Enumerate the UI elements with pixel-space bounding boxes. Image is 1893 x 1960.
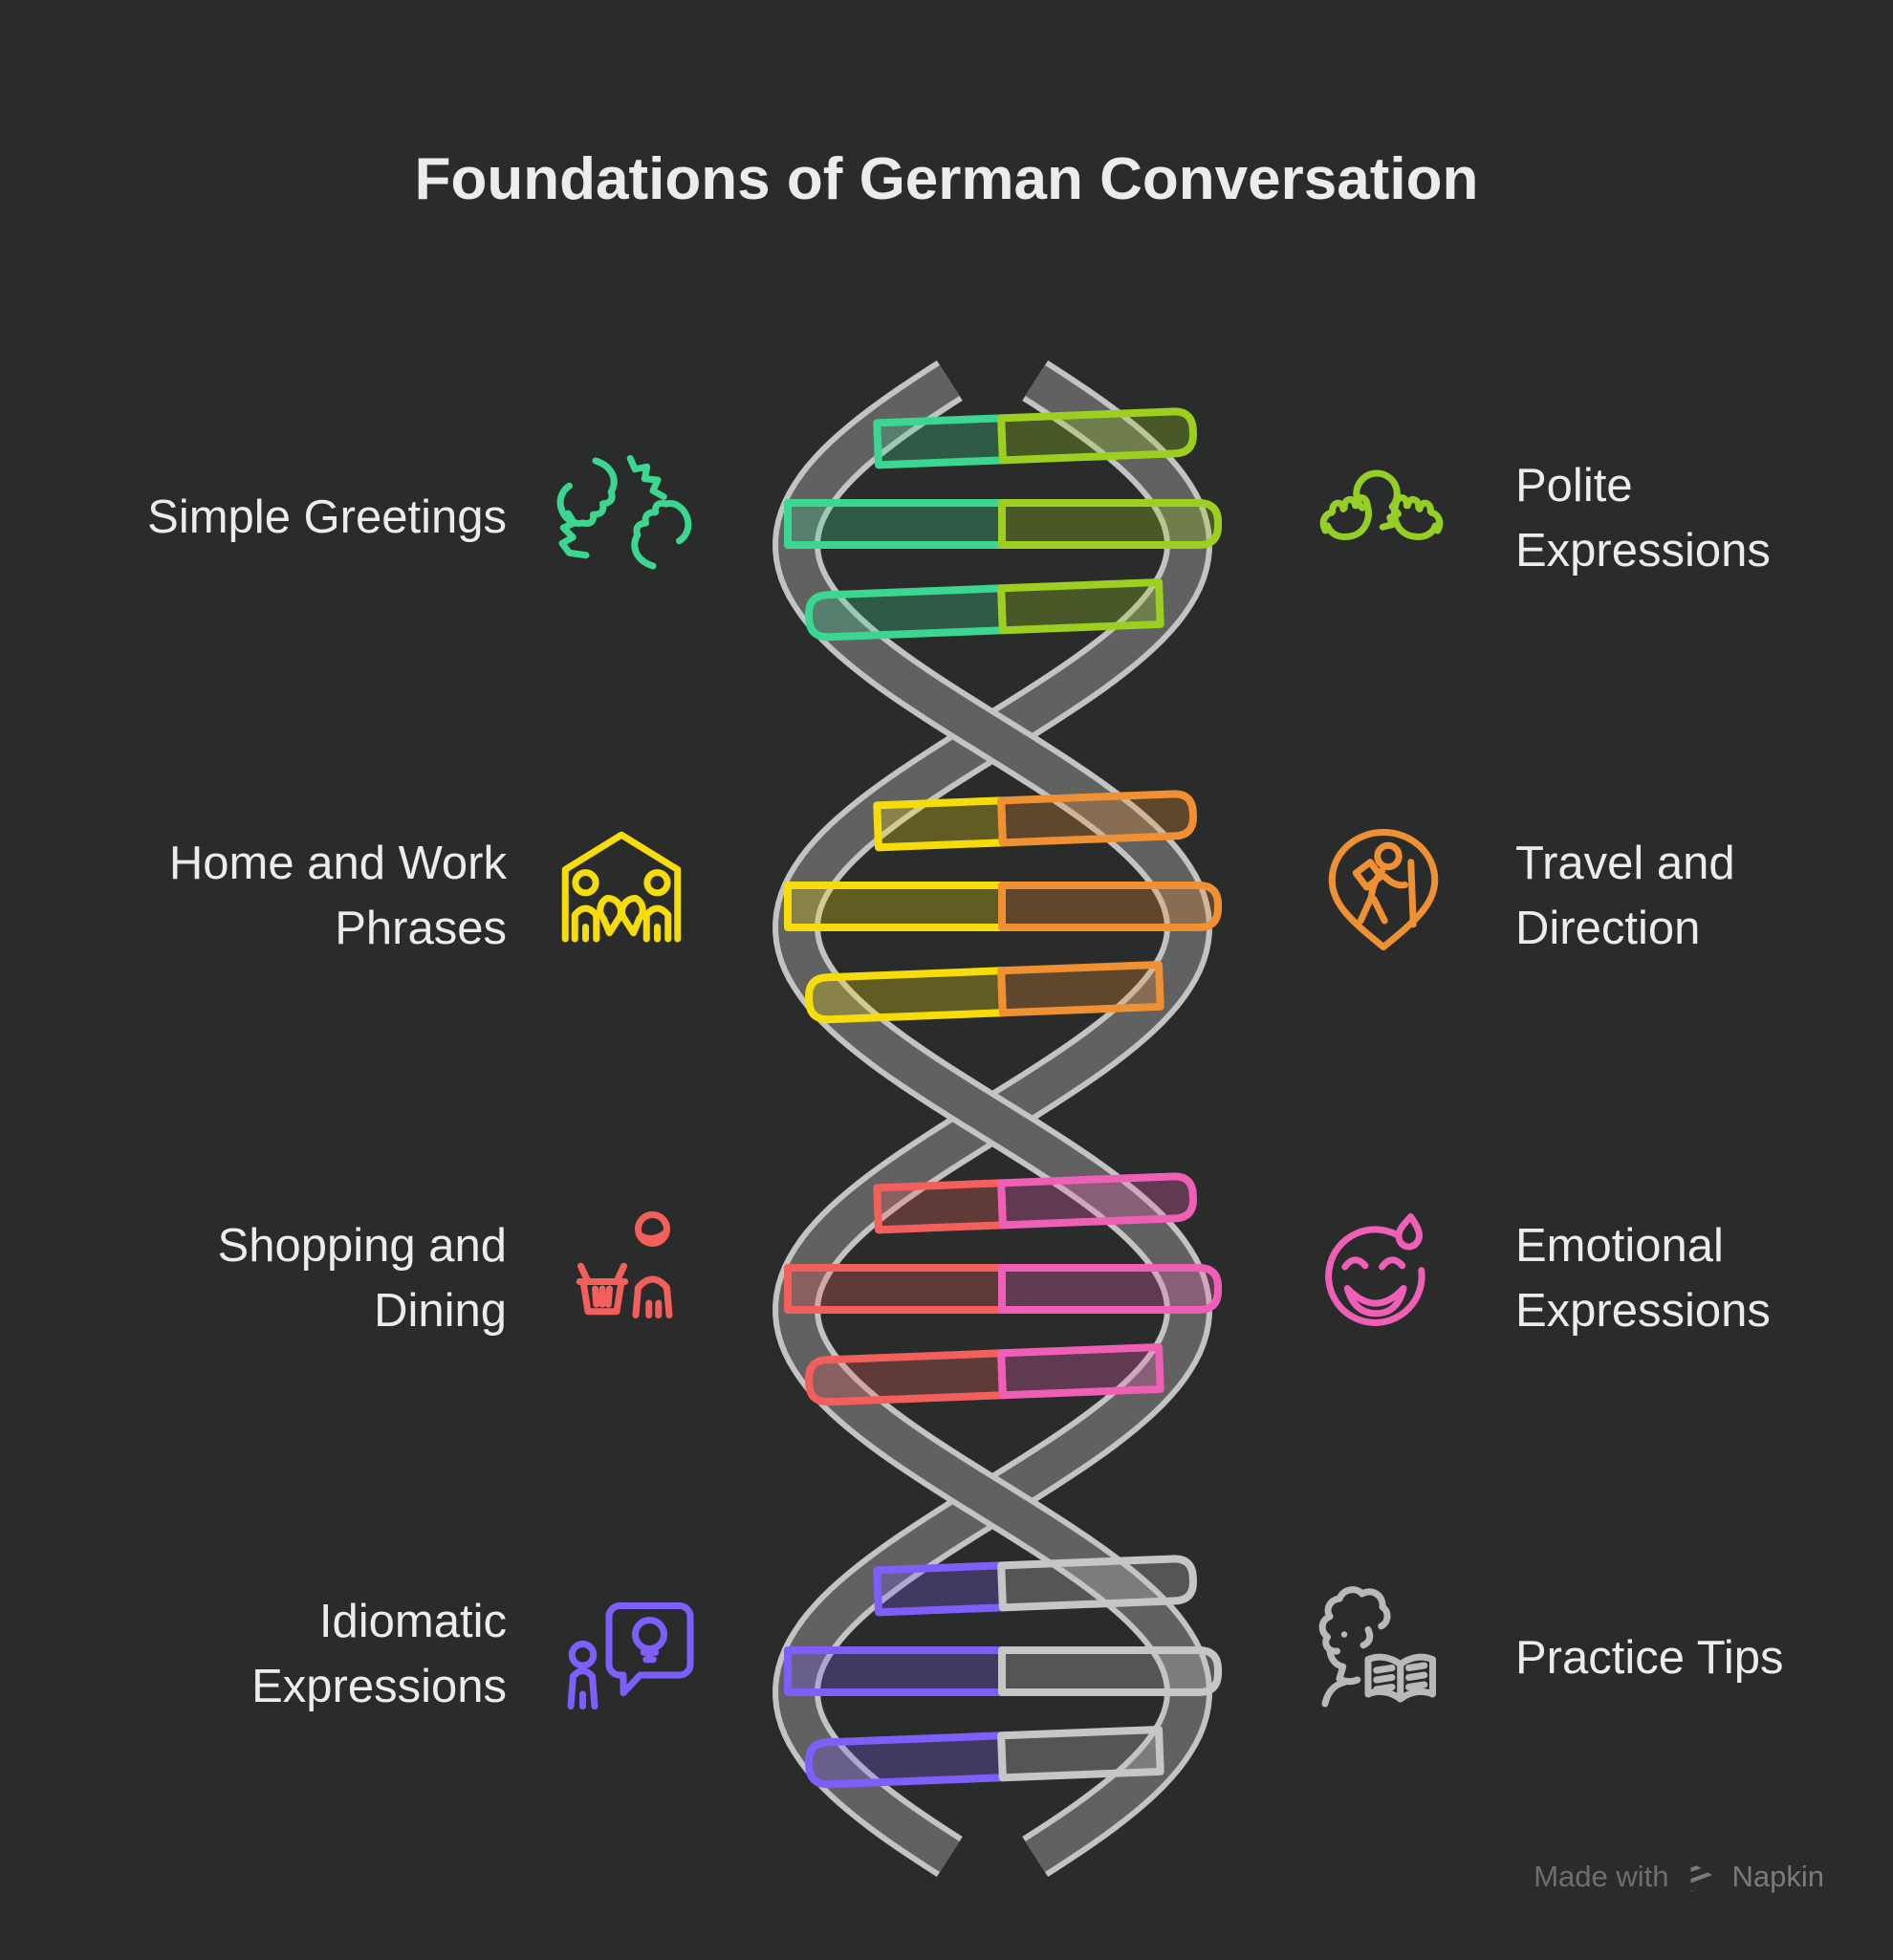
dna-helix-graphic — [725, 325, 1260, 1893]
dna-rung — [873, 1555, 1197, 1617]
dna-rung-left-half — [805, 584, 1007, 642]
label-polite-expressions: Polite Expressions — [1515, 453, 1888, 583]
dna-rung-right-half — [997, 790, 1197, 847]
dna-rung-right-half — [997, 577, 1164, 635]
dna-rung-left-half — [805, 967, 1007, 1024]
label-line: Polite — [1515, 460, 1633, 512]
dna-rung-left-half — [805, 1731, 1007, 1789]
handshake-icon — [553, 442, 696, 585]
helix-strand — [871, 1031, 1114, 1207]
dna-rung — [873, 1172, 1197, 1234]
dna-rung-right-half — [997, 1555, 1197, 1612]
label-line: Simple Greetings — [147, 491, 507, 543]
label-line: Idiomatic — [318, 1596, 507, 1647]
label-line: Expressions — [1515, 1285, 1771, 1337]
dna-rung-left-half — [784, 882, 1006, 931]
laughing-sweat-face-icon — [1308, 1205, 1451, 1348]
dna-rung-right-half — [997, 1342, 1164, 1400]
dna-rung — [784, 1646, 1222, 1696]
dna-rung — [805, 1725, 1164, 1789]
dna-rung-left-half — [784, 1264, 1006, 1314]
watermark-prefix: Made with — [1534, 1860, 1669, 1893]
label-emotional-expressions: Emotional Expressions — [1515, 1213, 1888, 1343]
dna-rung — [784, 1264, 1222, 1314]
dna-rung-left-half — [873, 414, 1007, 469]
dna-rung-right-half — [997, 1172, 1197, 1230]
dna-rung-right-half — [997, 407, 1197, 465]
watermark-brand: Napkin — [1731, 1860, 1825, 1893]
label-line: Dining — [374, 1285, 507, 1337]
person-idea-bubble-icon — [556, 1579, 700, 1723]
shopper-basket-icon — [555, 1203, 698, 1346]
dna-rung-left-half — [805, 1349, 1007, 1406]
label-line: Travel and — [1515, 838, 1735, 889]
dna-rung — [873, 407, 1197, 469]
dna-rung — [805, 577, 1164, 642]
dna-helix-svg — [772, 359, 1222, 1878]
dna-rung-right-half — [997, 960, 1164, 1017]
dna-rung-right-half — [997, 1725, 1164, 1782]
label-line: Emotional — [1515, 1220, 1724, 1272]
label-home-and-work-phrases: Home and Work Phrases — [57, 831, 507, 961]
dna-rung — [805, 1342, 1164, 1406]
label-shopping-and-dining: Shopping and Dining — [57, 1213, 507, 1343]
dna-rung-left-half — [784, 1646, 1006, 1696]
dna-rung-right-half — [998, 882, 1222, 931]
dna-rung-right-half — [998, 499, 1222, 549]
dna-rung — [805, 960, 1164, 1024]
dna-rung-left-half — [873, 1561, 1007, 1617]
label-travel-and-direction: Travel and Direction — [1515, 831, 1888, 961]
map-pin-hiker-icon — [1312, 820, 1455, 964]
dna-rung-left-half — [784, 499, 1006, 549]
label-line: Expressions — [1515, 525, 1771, 577]
dna-rung-left-half — [873, 1179, 1007, 1234]
person-reading-icon — [1306, 1579, 1449, 1723]
label-simple-greetings: Simple Greetings — [57, 485, 507, 550]
label-line: Direction — [1515, 903, 1701, 954]
dna-rung — [873, 790, 1197, 852]
person-open-hands-icon — [1310, 449, 1453, 593]
napkin-logo-icon — [1681, 1857, 1721, 1897]
dna-rung-right-half — [998, 1646, 1222, 1696]
house-family-icon — [550, 824, 693, 968]
label-line: Shopping and — [217, 1220, 507, 1272]
watermark: Made with Napkin — [1534, 1857, 1824, 1897]
label-line: Practice Tips — [1515, 1632, 1784, 1684]
label-idiomatic-expressions: Idiomatic Expressions — [57, 1589, 507, 1719]
dna-rung — [784, 882, 1222, 931]
dna-rung — [784, 499, 1222, 549]
label-line: Phrases — [335, 903, 507, 954]
label-line: Expressions — [251, 1661, 507, 1712]
page-title: Foundations of German Conversation — [414, 146, 1479, 212]
dna-rung-left-half — [873, 796, 1007, 852]
dna-rung-right-half — [998, 1264, 1222, 1314]
label-practice-tips: Practice Tips — [1515, 1625, 1888, 1690]
label-line: Home and Work — [168, 838, 507, 889]
